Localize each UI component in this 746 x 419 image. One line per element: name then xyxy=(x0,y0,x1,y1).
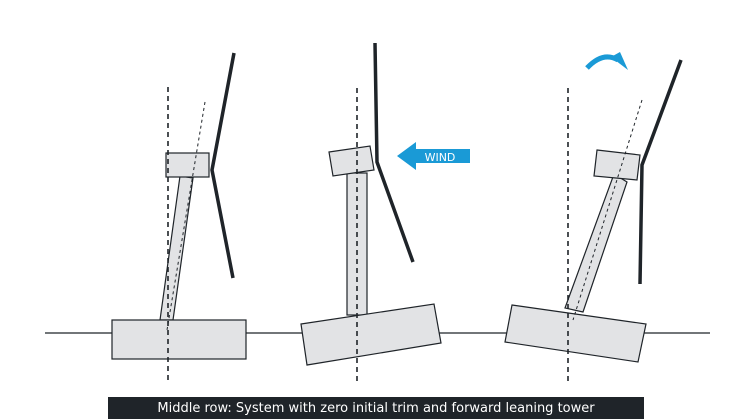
wind-label: WIND xyxy=(425,151,456,164)
rotation-arrow-icon xyxy=(585,52,628,70)
left-rotor-blade xyxy=(210,52,236,279)
right-rotor-blade xyxy=(638,59,683,285)
caption-text: Middle row: System with zero initial tri… xyxy=(157,400,595,416)
middle-platform xyxy=(300,303,442,366)
wind-arrow-icon xyxy=(397,142,470,170)
turbine-right xyxy=(504,59,683,381)
caption-bar: Middle row: System with zero initial tri… xyxy=(108,397,644,419)
right-tower xyxy=(564,173,628,313)
right-tilt-axis xyxy=(572,99,643,321)
left-platform xyxy=(111,319,247,360)
left-nacelle xyxy=(165,152,210,178)
middle-rotor-blade xyxy=(373,42,415,263)
turbine-middle xyxy=(300,42,442,381)
right-platform xyxy=(504,304,647,363)
right-nacelle xyxy=(593,149,641,181)
middle-nacelle xyxy=(328,145,375,177)
left-tilt-axis xyxy=(166,101,206,331)
turbine-left xyxy=(111,52,247,382)
left-tower xyxy=(159,175,194,321)
